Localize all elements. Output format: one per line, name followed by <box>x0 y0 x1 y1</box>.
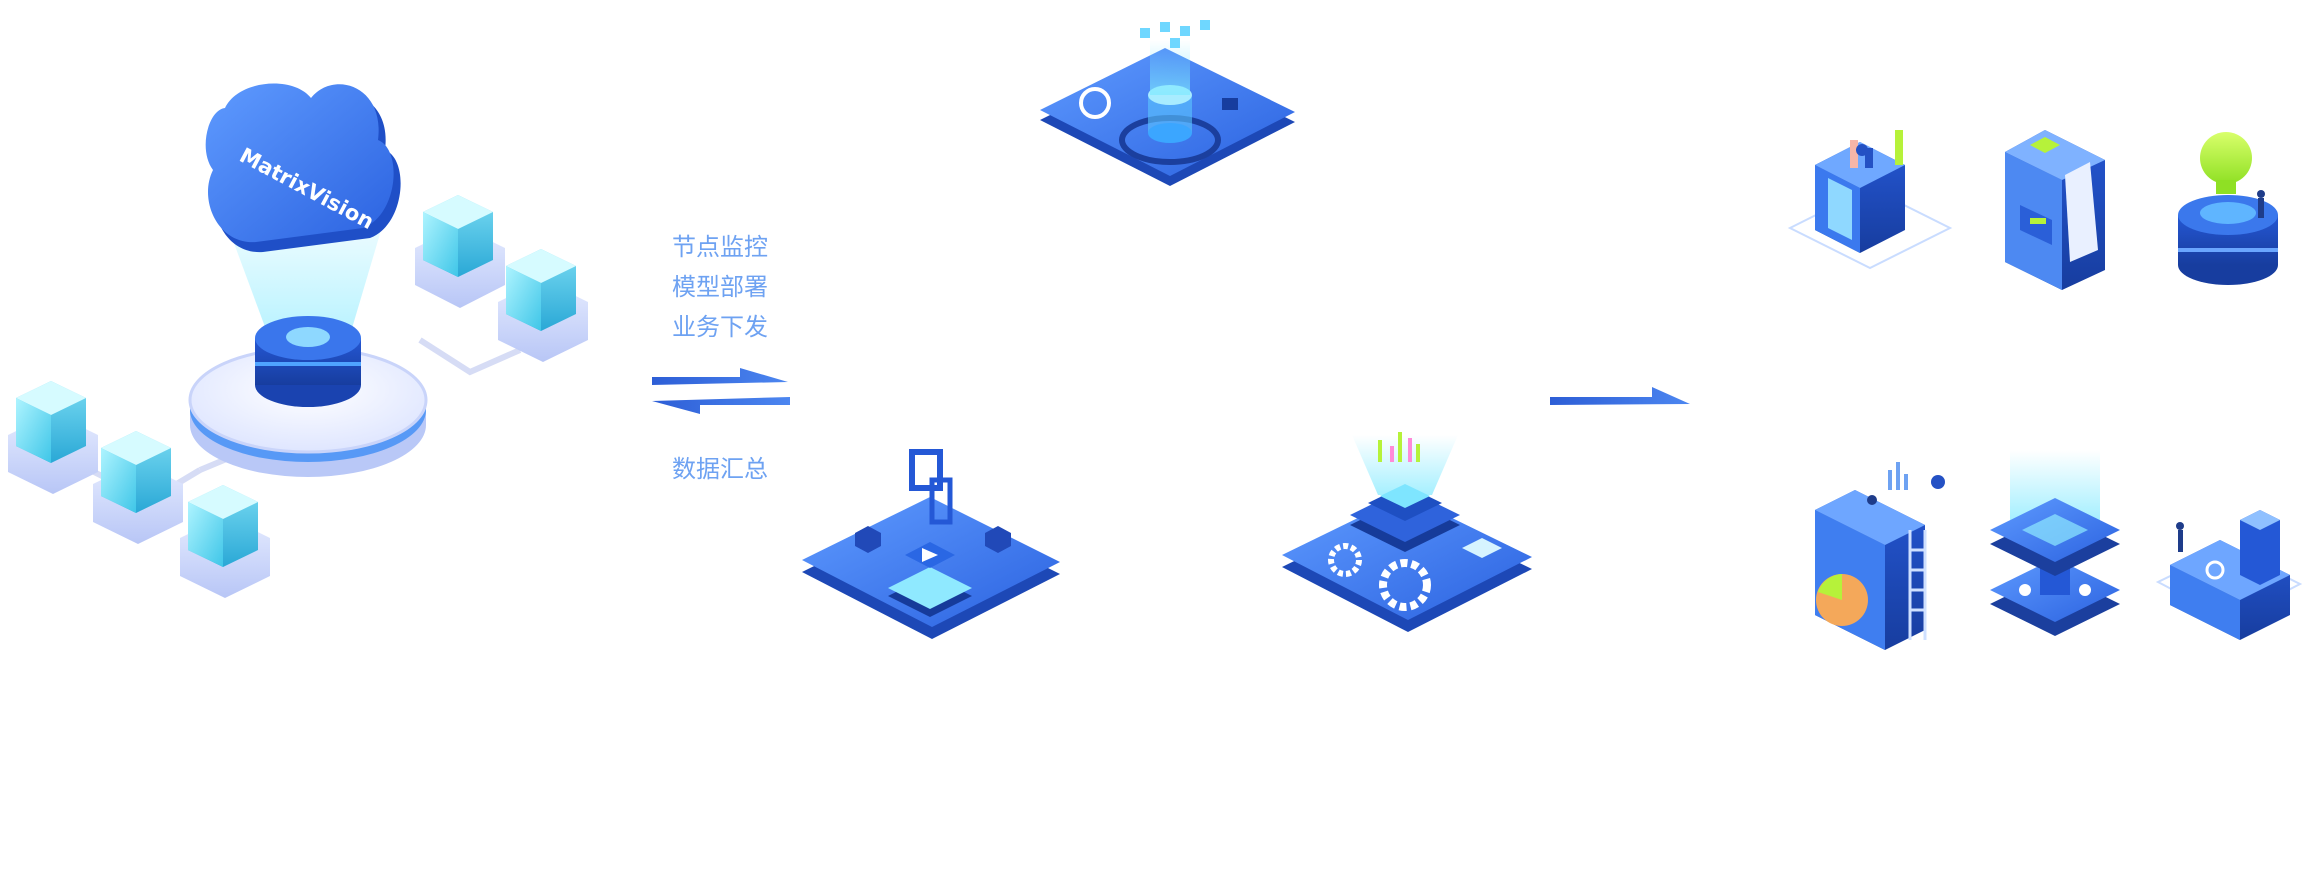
video-stream-platform-icon <box>802 449 1060 639</box>
flow-labels: 节点监控 模型部署 业务下发 数据汇总 <box>672 233 768 483</box>
label-node-monitoring: 节点监控 <box>672 233 768 261</box>
label-data-aggregation: 数据汇总 <box>672 455 768 483</box>
edge-node-right-bottom <box>498 249 588 362</box>
central-platform <box>188 346 428 477</box>
data-input-platform-icon <box>1040 20 1295 186</box>
server-cylinder-icon <box>255 316 361 407</box>
edge-node-left-3 <box>180 485 270 598</box>
edge-node-right-top <box>415 195 505 308</box>
cloud-cluster: MatrixVision <box>8 83 588 598</box>
output-arrow <box>1550 387 1690 405</box>
arrow-right-icon <box>652 368 788 385</box>
exchange-arrows <box>652 368 790 414</box>
edge-node-left-2 <box>93 431 183 544</box>
data-hub-icon <box>1990 450 2120 636</box>
label-service-dispatch: 业务下发 <box>672 313 768 341</box>
idea-bulb-icon <box>2178 132 2278 285</box>
cloud-icon: MatrixVision <box>205 83 401 253</box>
analytics-bars-icon <box>1787 130 1953 270</box>
edge-node-left-1 <box>8 381 98 494</box>
arrow-left-icon <box>652 397 790 414</box>
report-building-icon <box>1815 462 1945 650</box>
factory-icon <box>2155 510 2303 640</box>
ai-compute-platform-icon <box>1282 432 1532 632</box>
label-model-deployment: 模型部署 <box>672 273 768 301</box>
document-cabinet-icon <box>2005 130 2105 290</box>
arrow-right-long-icon <box>1550 387 1690 405</box>
